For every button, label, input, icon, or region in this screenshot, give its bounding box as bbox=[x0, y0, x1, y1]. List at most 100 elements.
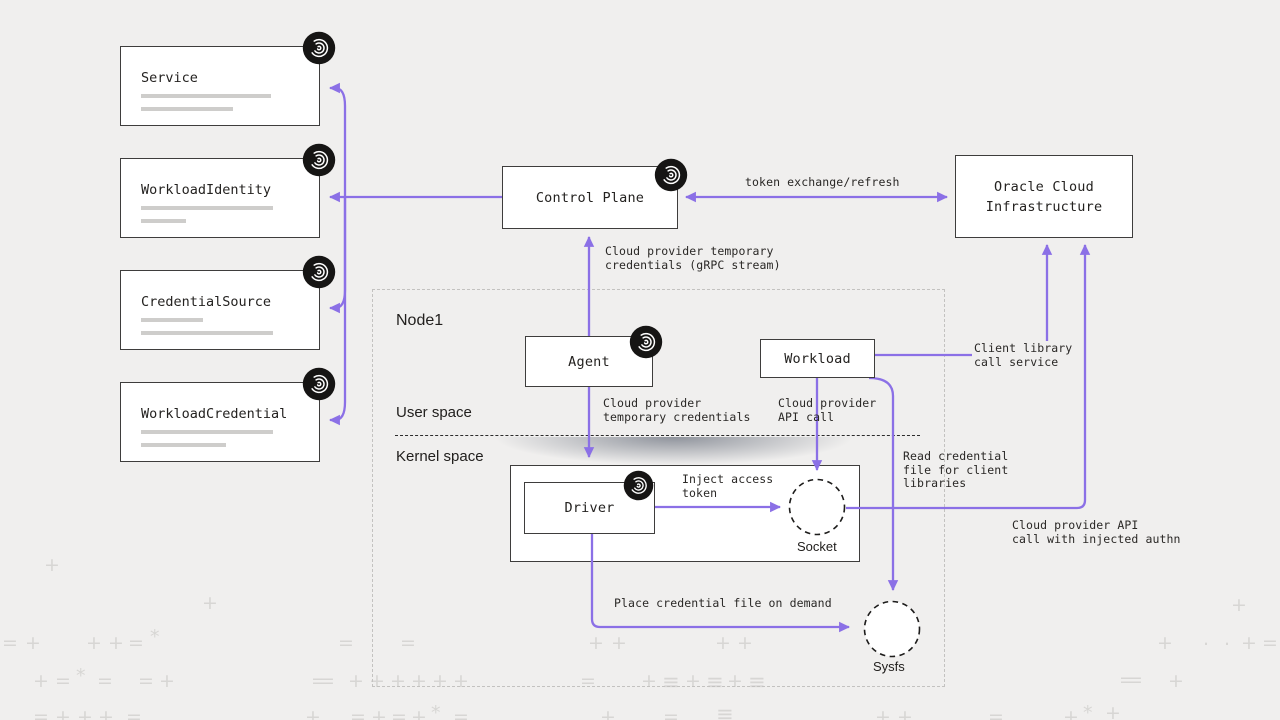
grpc-stream-annotation: Cloud provider temporary credentials (gR… bbox=[605, 244, 781, 272]
driver-label: Driver bbox=[564, 500, 615, 516]
decoration-glyph: = bbox=[391, 706, 407, 720]
place-credential-annotation: Place credential file on demand bbox=[614, 596, 832, 610]
user-kernel-separator bbox=[395, 435, 920, 436]
decoration-glyph: + bbox=[875, 706, 891, 720]
decoration-glyph: ≡ bbox=[706, 670, 724, 694]
decoration-glyph: + bbox=[98, 706, 114, 720]
wire-trunk-to-workloadcredential bbox=[329, 197, 347, 426]
read-credential-annotation: Read credential file for client librarie… bbox=[903, 449, 1009, 490]
entity-label: Service bbox=[141, 70, 198, 86]
decoration-glyph: * bbox=[431, 702, 441, 720]
decoration-glyph: + bbox=[600, 706, 616, 720]
decoration-glyph: + bbox=[33, 670, 49, 692]
agent-label: Agent bbox=[568, 353, 610, 370]
entity-label: CredentialSource bbox=[141, 294, 272, 310]
decoration-glyph: + bbox=[77, 706, 93, 720]
decoration-glyph: = bbox=[1262, 632, 1278, 654]
decoration-glyph: = bbox=[663, 706, 679, 720]
decoration-glyph: + bbox=[715, 632, 731, 654]
decoration-glyph: . bbox=[1224, 628, 1231, 650]
node1-container bbox=[372, 289, 945, 687]
decoration-glyph: + bbox=[432, 670, 448, 692]
fingerprint-icon bbox=[302, 31, 336, 65]
skeleton-line bbox=[141, 107, 233, 111]
decoration-glyph: = bbox=[400, 632, 416, 654]
fingerprint-icon bbox=[302, 255, 336, 289]
decoration-glyph: + bbox=[411, 670, 427, 692]
skeleton-line bbox=[141, 443, 226, 447]
wire-socket-to-oci bbox=[846, 244, 1091, 510]
token-exchange-annotation: token exchange/refresh bbox=[745, 175, 900, 189]
decoration-glyph: ≡ bbox=[748, 670, 766, 694]
decoration-glyph: + bbox=[897, 706, 913, 720]
decoration-glyph: + bbox=[641, 670, 657, 692]
decoration-glyph: = bbox=[580, 670, 596, 692]
decoration-glyph: = bbox=[311, 670, 327, 692]
workload-box: Workload bbox=[760, 339, 875, 378]
decoration-glyph: + bbox=[305, 706, 321, 720]
decoration-glyph: + bbox=[108, 632, 124, 654]
skeleton-line bbox=[141, 331, 273, 335]
decoration-glyph: + bbox=[86, 632, 102, 654]
node1-label: Node1 bbox=[396, 312, 444, 329]
decoration-glyph: = bbox=[338, 632, 354, 654]
decoration-glyph: + bbox=[371, 706, 387, 720]
inject-token-annotation: Inject access token bbox=[682, 472, 774, 500]
entity-label: WorkloadIdentity bbox=[141, 182, 272, 198]
decoration-glyph: = bbox=[33, 706, 49, 720]
sysfs-circle bbox=[862, 599, 922, 659]
decoration-glyph: + bbox=[737, 632, 753, 654]
workload-api-call-annotation: Cloud provider API call bbox=[778, 396, 877, 424]
entity-box-workloadidentity: WorkloadIdentity bbox=[120, 158, 320, 238]
decoration-glyph: = bbox=[126, 706, 142, 720]
decoration-glyph: * bbox=[76, 665, 86, 687]
fingerprint-icon bbox=[654, 158, 688, 192]
control-plane-label: Control Plane bbox=[535, 189, 645, 206]
decoration-glyph: + bbox=[390, 670, 406, 692]
driver-box: Driver bbox=[524, 482, 655, 534]
client-library-annotation: Client library call service bbox=[972, 341, 1075, 370]
wire-trunk-to-service bbox=[329, 82, 347, 197]
workload-label: Workload bbox=[784, 350, 851, 367]
skeleton-line bbox=[141, 318, 203, 322]
decoration-glyph: = bbox=[1119, 669, 1135, 691]
kernel-boundary-shadow bbox=[448, 437, 900, 467]
fingerprint-icon bbox=[302, 143, 336, 177]
decoration-glyph: + bbox=[159, 670, 175, 692]
decoration-glyph: + bbox=[44, 554, 60, 576]
decoration-glyph: = bbox=[1127, 669, 1143, 691]
decoration-glyph: + bbox=[348, 670, 364, 692]
decoration-glyph: = bbox=[97, 670, 113, 692]
decoration-glyph: + bbox=[1168, 670, 1184, 692]
oracle-cloud-infrastructure-box: Oracle Cloud Infrastructure bbox=[955, 155, 1133, 238]
decoration-glyph: + bbox=[453, 670, 469, 692]
skeleton-line bbox=[141, 206, 273, 210]
fingerprint-icon bbox=[623, 470, 654, 501]
decoration-glyph: + bbox=[588, 632, 604, 654]
wire-workload-to-oci bbox=[875, 244, 1053, 357]
decoration-glyph: = bbox=[350, 706, 366, 720]
entity-box-credentialsource: CredentialSource bbox=[120, 270, 320, 350]
skeleton-line bbox=[141, 94, 271, 98]
skeleton-line bbox=[141, 430, 273, 434]
wire-workload-to-sysfs bbox=[868, 376, 899, 591]
decoration-glyph: = bbox=[2, 632, 18, 654]
decoration-glyph: + bbox=[1157, 632, 1173, 654]
decoration-glyph: + bbox=[1231, 594, 1247, 616]
decoration-glyph: = bbox=[138, 670, 154, 692]
decoration-glyph: + bbox=[1063, 706, 1079, 720]
decoration-glyph: = bbox=[453, 706, 469, 720]
fingerprint-icon bbox=[629, 325, 663, 359]
fingerprint-icon bbox=[302, 367, 336, 401]
agent-temp-credentials-annotation: Cloud provider temporary credentials bbox=[603, 396, 751, 424]
decoration-glyph: + bbox=[727, 670, 743, 692]
oracle-cloud-infrastructure-label: Oracle Cloud Infrastructure bbox=[985, 178, 1103, 215]
entity-box-workloadcredential: WorkloadCredential bbox=[120, 382, 320, 462]
decoration-glyph: * bbox=[1083, 702, 1093, 720]
decoration-glyph: = bbox=[988, 706, 1004, 720]
entity-box-service: Service bbox=[120, 46, 320, 126]
decoration-glyph: = bbox=[319, 670, 335, 692]
decoration-glyph: + bbox=[25, 632, 41, 654]
socket-label: Socket bbox=[797, 539, 837, 554]
